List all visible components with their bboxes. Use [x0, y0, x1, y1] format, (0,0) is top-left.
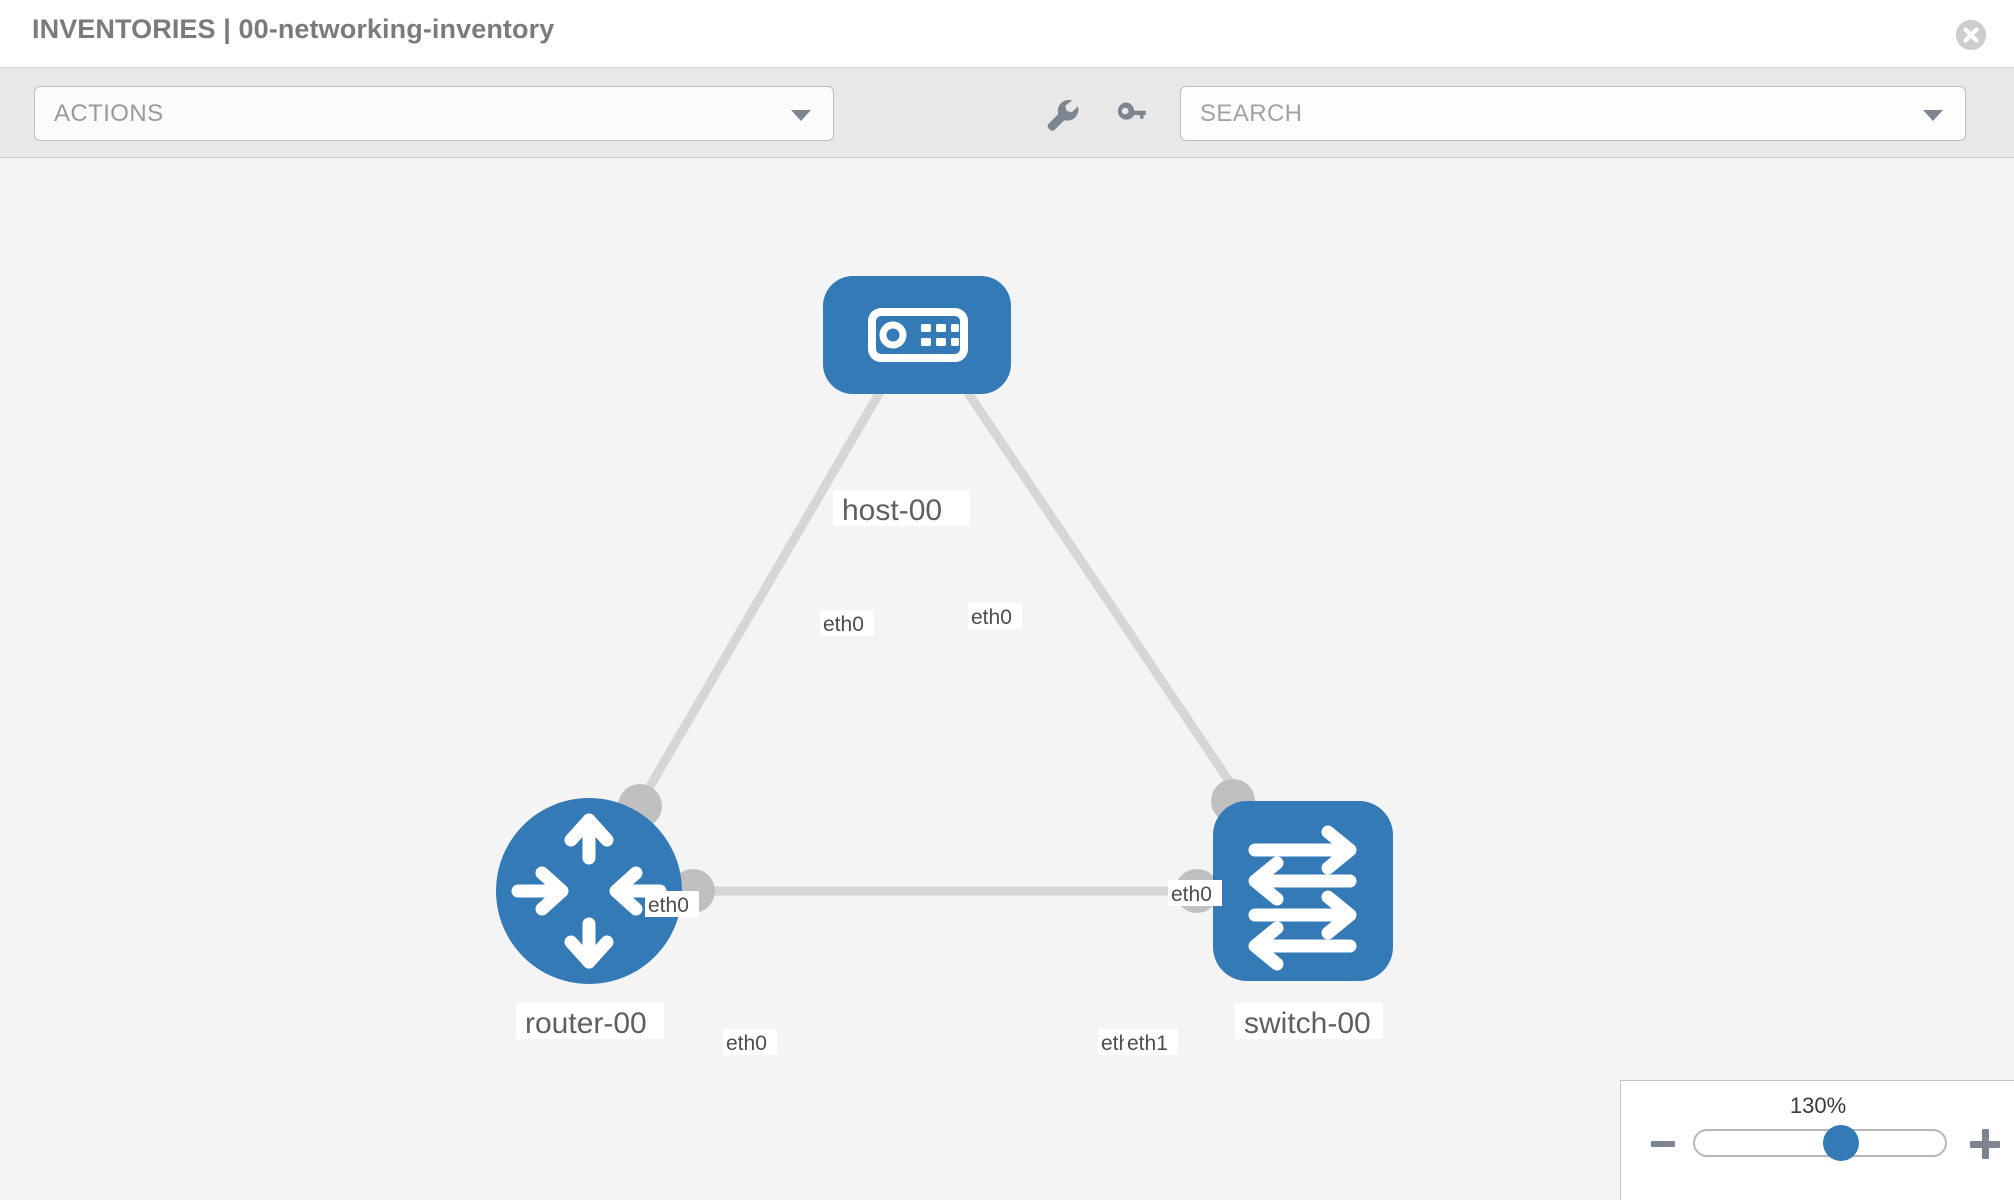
- svg-text:router-00: router-00: [525, 1007, 647, 1040]
- actions-dropdown-label: ACTIONS: [54, 100, 164, 127]
- svg-text:eth0: eth0: [971, 606, 1012, 629]
- toolbar: ACTIONS SEARCH: [0, 68, 2014, 158]
- iface-label-router00-right: eth0: [723, 1029, 777, 1055]
- zoom-control: 130%: [1620, 1080, 2014, 1200]
- zoom-in-button[interactable]: [1970, 1129, 2000, 1159]
- topology-canvas[interactable]: host-00 router-00 switch-00 eth0: [0, 158, 2014, 1200]
- close-icon[interactable]: [1956, 20, 1986, 50]
- router-arrows-icon: [511, 813, 667, 969]
- node-host-00[interactable]: [823, 276, 1011, 394]
- svg-text:eth0: eth0: [823, 613, 864, 636]
- zoom-slider-thumb[interactable]: [1823, 1125, 1859, 1161]
- node-switch-00[interactable]: [1213, 801, 1393, 981]
- svg-text:eth1: eth1: [1127, 1032, 1168, 1055]
- svg-text:host-00: host-00: [842, 494, 942, 527]
- node-router-00[interactable]: [496, 798, 682, 984]
- svg-text:eth0: eth0: [648, 894, 689, 917]
- node-label-router-00: router-00: [516, 1003, 664, 1040]
- search-input[interactable]: SEARCH: [1180, 86, 1966, 141]
- zoom-percent-label: 130%: [1789, 1093, 1847, 1118]
- chevron-down-icon[interactable]: [1923, 109, 1943, 121]
- page-title: INVENTORIES | 00-networking-inventory: [32, 14, 555, 44]
- page-header: INVENTORIES | 00-networking-inventory: [0, 0, 2014, 68]
- node-label-switch-00: switch-00: [1235, 1003, 1383, 1040]
- node-label-host-00: host-00: [833, 490, 970, 527]
- switch-arrows-icon: [1248, 825, 1357, 971]
- server-icon: [868, 308, 968, 362]
- connector-layer: [618, 326, 1255, 913]
- edge-layer: [585, 363, 1307, 896]
- chevron-down-icon: [791, 109, 811, 121]
- svg-text:switch-00: switch-00: [1244, 1007, 1371, 1040]
- search-placeholder: SEARCH: [1200, 100, 1303, 127]
- iface-label-switch00-left: eth1: [1124, 1029, 1178, 1055]
- wrench-icon[interactable]: [1042, 94, 1084, 136]
- zoom-out-button[interactable]: [1651, 1141, 1675, 1147]
- interface-label-layer: eth0 eth0 eth0 eth0 eth0: [645, 603, 1222, 1055]
- iface-label-host00-left: eth0: [820, 610, 874, 636]
- zoom-slider-track[interactable]: [1693, 1129, 1947, 1157]
- svg-text:eth0: eth0: [726, 1032, 767, 1055]
- svg-text:eth0: eth0: [1171, 883, 1212, 906]
- topology-svg: host-00 router-00 switch-00 eth0: [496, 276, 1393, 1055]
- iface-label-host00-right: eth0: [968, 603, 1022, 629]
- node-label-layer: host-00 router-00 switch-00: [516, 490, 1383, 1040]
- iface-label-switch00-top: eth0: [1168, 880, 1222, 906]
- iface-label-router00-top: eth0: [645, 891, 699, 917]
- actions-dropdown[interactable]: ACTIONS: [34, 86, 834, 141]
- key-icon[interactable]: [1110, 94, 1152, 136]
